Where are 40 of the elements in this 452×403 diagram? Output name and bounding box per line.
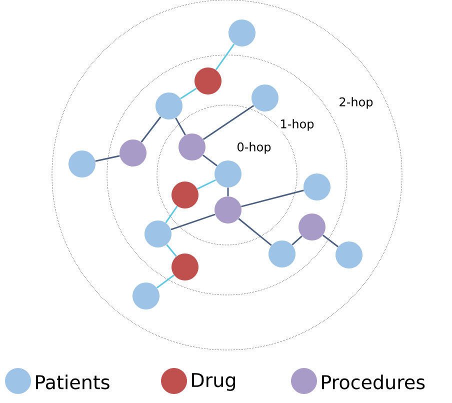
graph-node xyxy=(194,68,222,94)
hop-label: 1-hop xyxy=(278,118,316,132)
edge-line xyxy=(170,214,216,230)
edge-line xyxy=(140,116,162,143)
edge-line xyxy=(95,155,120,162)
edge-line xyxy=(175,118,186,136)
graph-node xyxy=(268,240,296,268)
edge-line xyxy=(238,218,272,246)
legend-label: Procedures xyxy=(322,374,425,390)
hop-label: 0-hop xyxy=(236,141,272,155)
edge-line xyxy=(196,179,216,190)
graph-node xyxy=(144,220,172,248)
graph-node xyxy=(228,20,256,46)
graph-node xyxy=(68,150,96,178)
edge-line xyxy=(322,234,339,248)
graph-node xyxy=(252,84,278,112)
legend-label: Patients xyxy=(36,374,110,390)
edge-line xyxy=(180,88,197,100)
edge-line xyxy=(156,274,174,288)
graph-node xyxy=(336,241,362,268)
graph-node xyxy=(214,160,242,188)
graph-node xyxy=(304,173,330,200)
edge-line xyxy=(241,190,304,208)
graph-node xyxy=(178,133,206,160)
edge-line xyxy=(202,105,254,140)
graph-node xyxy=(214,196,242,224)
edge-line xyxy=(202,154,218,166)
graph-node xyxy=(298,213,326,240)
graph-node xyxy=(120,140,146,166)
edge-line xyxy=(166,244,177,257)
graph-node xyxy=(156,92,182,120)
graph-node xyxy=(132,282,160,310)
hop-label: 2-hop xyxy=(338,96,374,110)
edge-line xyxy=(227,188,229,196)
edge-line xyxy=(292,236,302,246)
graph-node xyxy=(172,253,198,280)
edge-line xyxy=(165,206,178,224)
graph-node xyxy=(172,182,198,208)
legend-label: Drug xyxy=(192,373,236,391)
edge-line xyxy=(215,44,235,70)
